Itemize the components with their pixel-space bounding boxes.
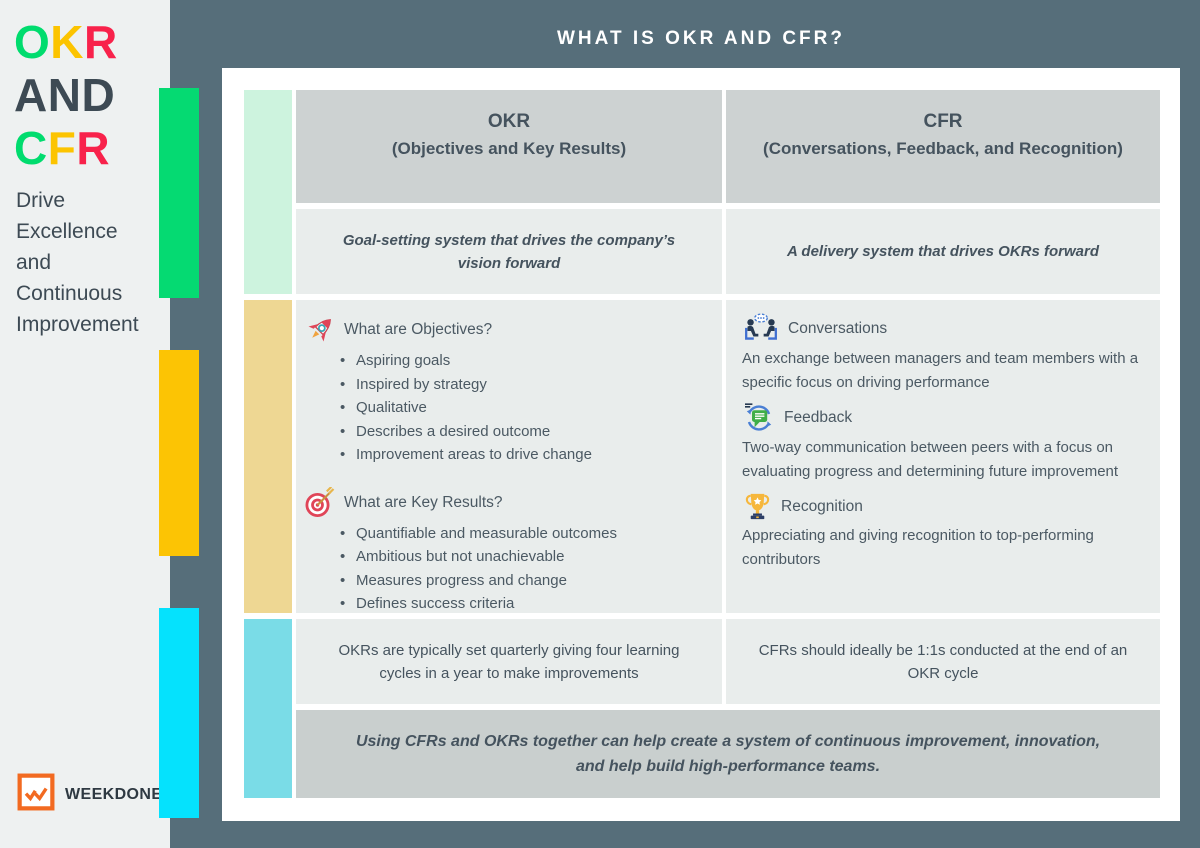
wordmark-line-2: AND bbox=[14, 69, 170, 122]
comparison-grid: OKR (Objectives and Key Results) CFR (Co… bbox=[244, 90, 1160, 798]
wordmark-letter: R bbox=[84, 16, 118, 68]
wordmark-letter: K bbox=[50, 16, 85, 68]
wordmark-line-3: CFR bbox=[14, 122, 170, 175]
accent-bar-yellow bbox=[159, 350, 199, 556]
recognition-section-heading: Recognition bbox=[742, 491, 1146, 522]
cfr-acronym: CFR bbox=[923, 110, 963, 132]
page-title: WHAT IS OKR AND CFR? bbox=[557, 28, 845, 49]
wordmark-letter: O bbox=[14, 16, 51, 68]
key-results-section-heading: What are Key Results? bbox=[304, 486, 712, 519]
tagline-line: Improvement bbox=[16, 313, 139, 336]
bullet-item: Defines success criteria bbox=[340, 592, 712, 616]
objectives-section-heading: What are Objectives? bbox=[304, 314, 712, 346]
wordmark-letter: C bbox=[14, 122, 48, 174]
brand-name: WEEKDONE bbox=[65, 785, 163, 803]
tagline-line: and bbox=[16, 251, 52, 274]
weekdone-brand: WEEKDONE bbox=[17, 773, 162, 816]
comparison-panel: OKR (Objectives and Key Results) CFR (Co… bbox=[222, 68, 1180, 821]
row-strip-mint bbox=[244, 90, 292, 294]
bullet-item: Improvement areas to drive change bbox=[340, 443, 712, 467]
bullet-item: Ambitious but not unachievable bbox=[340, 545, 712, 569]
conversations-text: An exchange between managers and team me… bbox=[742, 350, 1139, 391]
cfr-tagline-cell: A delivery system that drives OKRs forwa… bbox=[726, 209, 1160, 294]
accent-bar-cyan bbox=[159, 608, 199, 818]
wordmark-letter: A bbox=[14, 69, 48, 121]
wordmark: OKR AND CFR bbox=[0, 0, 170, 175]
accent-bar-green bbox=[159, 88, 199, 298]
section-heading-label: What are Objectives? bbox=[344, 321, 493, 338]
tagline: Drive Excellence and Continuous Improvem… bbox=[0, 175, 170, 340]
okr-full-name: (Objectives and Key Results) bbox=[391, 138, 627, 158]
bullet-item: Qualitative bbox=[340, 396, 712, 420]
cfr-content-cell: Conversations An exchange between manage… bbox=[726, 300, 1160, 613]
bullet-item: Inspired by strategy bbox=[340, 373, 712, 397]
conversations-icon bbox=[742, 312, 780, 345]
tagline-line: Excellence bbox=[16, 220, 118, 243]
okr-acronym: OKR bbox=[487, 110, 531, 132]
tagline-line: Continuous bbox=[16, 282, 123, 305]
feedback-section-heading: Feedback bbox=[742, 402, 1146, 434]
okr-header-cell: OKR (Objectives and Key Results) bbox=[296, 90, 722, 203]
recognition-text: Appreciating and giving recognition to t… bbox=[742, 527, 1094, 568]
feedback-icon bbox=[742, 402, 776, 434]
row-strip-sand bbox=[244, 300, 292, 613]
cfr-header-cell: CFR (Conversations, Feedback, and Recogn… bbox=[726, 90, 1160, 203]
trophy-icon bbox=[742, 491, 773, 522]
objectives-bullet-list: Aspiring goals Inspired by strategy Qual… bbox=[304, 349, 712, 467]
rocket-icon bbox=[304, 314, 336, 346]
wordmark-letter: R bbox=[76, 122, 111, 174]
okr-content-cell: What are Objectives? Aspiring goals Insp… bbox=[296, 300, 722, 616]
cfr-full-name: (Conversations, Feedback, and Recognitio… bbox=[763, 138, 1123, 158]
bullet-item: Aspiring goals bbox=[340, 349, 712, 373]
feedback-text: Two-way communication between peers with… bbox=[742, 439, 1119, 480]
summary-footer-cell: Using CFRs and OKRs together can help cr… bbox=[296, 710, 1160, 798]
wordmark-letter: N bbox=[47, 69, 82, 121]
section-heading-label: Feedback bbox=[784, 409, 853, 426]
tagline-line: Drive bbox=[16, 189, 66, 212]
target-icon bbox=[304, 486, 336, 519]
bullet-item: Measures progress and change bbox=[340, 569, 712, 593]
row-strip-aqua bbox=[244, 619, 292, 798]
cfr-note-cell: CFRs should ideally be 1:1s conducted at… bbox=[726, 619, 1160, 704]
section-heading-label: Recognition bbox=[781, 497, 863, 515]
okr-note-cell: OKRs are typically set quarterly giving … bbox=[296, 619, 722, 704]
conversations-section-heading: Conversations bbox=[742, 312, 1146, 345]
wordmark-letter: D bbox=[81, 69, 116, 121]
weekdone-logo-icon bbox=[17, 773, 55, 816]
wordmark-line-1: OKR bbox=[14, 16, 170, 69]
okr-tagline-cell: Goal-setting system that drives the comp… bbox=[296, 209, 722, 294]
bullet-item: Quantifiable and measurable outcomes bbox=[340, 522, 712, 546]
key-results-bullet-list: Quantifiable and measurable outcomes Amb… bbox=[304, 522, 712, 616]
wordmark-letter: F bbox=[47, 122, 77, 174]
section-heading-label: Conversations bbox=[788, 319, 888, 337]
section-heading-label: What are Key Results? bbox=[344, 493, 503, 511]
sidebar: OKR AND CFR Drive Excellence and Continu… bbox=[0, 0, 170, 848]
bullet-item: Describes a desired outcome bbox=[340, 420, 712, 444]
